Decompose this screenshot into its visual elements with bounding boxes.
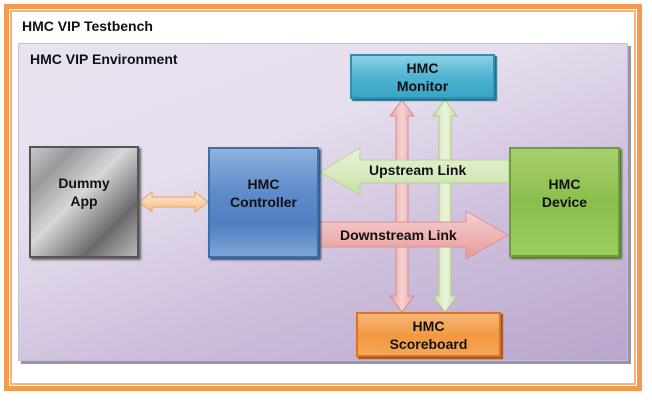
upstream-link-arrow xyxy=(319,147,510,196)
monitor-scoreboard-green-arrow xyxy=(432,99,458,313)
device-line1: HMC xyxy=(548,176,581,192)
dummy-app-line2: App xyxy=(70,193,98,209)
scoreboard-line1: HMC xyxy=(412,317,445,334)
hmc-scoreboard-block: HMC Scoreboard xyxy=(356,312,501,357)
dummy-app-line1: Dummy xyxy=(58,175,110,191)
controller-line2: Controller xyxy=(230,194,297,210)
app-controller-arrow xyxy=(138,190,209,214)
controller-line1: HMC xyxy=(247,176,280,192)
device-line2: Device xyxy=(541,194,588,210)
dummy-app-block: Dummy App xyxy=(29,146,139,258)
monitor-line1: HMC xyxy=(406,59,439,76)
hmc-device-block: HMC Device xyxy=(509,147,620,257)
hmc-controller-block: HMC Controller xyxy=(208,147,319,258)
downstream-link-label: Downstream Link xyxy=(340,227,457,243)
monitor-line2: Monitor xyxy=(396,77,449,94)
monitor-scoreboard-red-arrow xyxy=(389,99,415,313)
testbench-title: HMC VIP Testbench xyxy=(22,18,153,34)
downstream-link-arrow xyxy=(319,210,510,260)
upstream-link-label: Upstream Link xyxy=(369,162,467,178)
scoreboard-line2: Scoreboard xyxy=(389,335,468,352)
environment-title: HMC VIP Environment xyxy=(30,51,178,67)
hmc-monitor-block: HMC Monitor xyxy=(350,54,495,99)
